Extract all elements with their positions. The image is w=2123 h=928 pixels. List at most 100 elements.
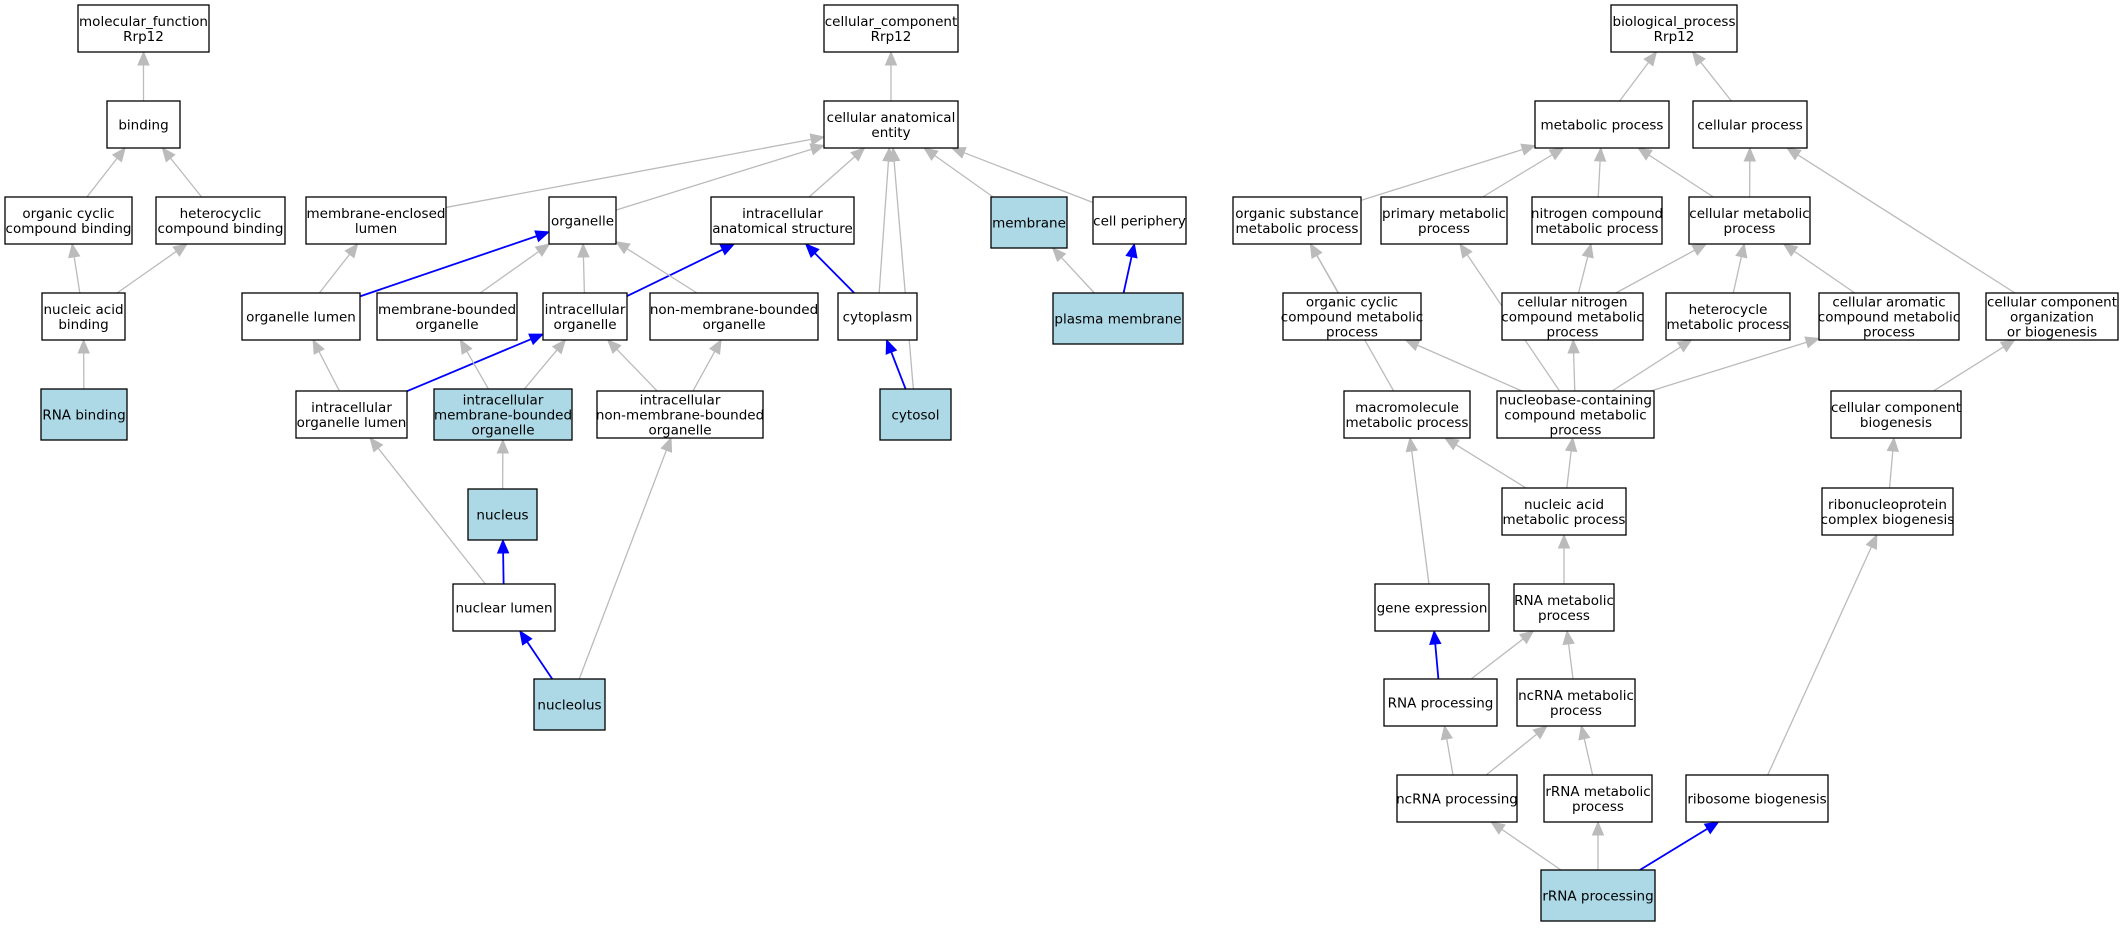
edge-ncmp-to-metproc <box>1593 146 1607 198</box>
edge-rrnaproc-to-ncrnaproc <box>1490 821 1562 871</box>
edge-hmp-to-cmp <box>1732 242 1748 294</box>
node-label: organelle <box>648 423 711 439</box>
node-box <box>1380 196 1508 245</box>
node-rrnaproc[interactable]: rRNA processing <box>1540 869 1656 922</box>
node-membrane[interactable]: membrane <box>990 196 1068 249</box>
arrowhead <box>172 243 189 257</box>
node-label: RNA processing <box>1388 696 1494 712</box>
node-label: gene expression <box>1377 601 1488 617</box>
node-binding[interactable]: binding <box>106 100 181 149</box>
edge-cncmp-to-ncmp <box>1577 242 1594 294</box>
edge-line <box>890 351 907 390</box>
node-ribobio[interactable]: ribosome biogenesis <box>1685 774 1829 823</box>
node-box <box>710 196 855 245</box>
edge-mel-to-cae <box>445 133 826 209</box>
node-cellproc[interactable]: cellular process <box>1692 100 1808 149</box>
node-orglumen[interactable]: organelle lumen <box>241 292 361 341</box>
node-cellper[interactable]: cell periphery <box>1092 196 1187 245</box>
node-label: compound binding <box>158 221 284 237</box>
arrowhead <box>1676 339 1693 353</box>
node-metproc[interactable]: metabolic process <box>1534 100 1670 149</box>
edge-hcb-to-binding <box>161 146 203 198</box>
edge-cncmp-to-cmp <box>1615 243 1708 294</box>
node-ncrnaproc[interactable]: ncRNA processing <box>1396 774 1518 823</box>
node-label: RNA metabolic <box>1514 593 1614 609</box>
arrowhead <box>1404 339 1421 352</box>
edge-line <box>1572 352 1576 392</box>
node-organelle[interactable]: organelle <box>548 196 617 245</box>
node-label: cellular component <box>1987 295 2117 311</box>
node-label: biological_process <box>1613 14 1736 30</box>
node-box <box>990 196 1068 249</box>
node-label: compound metabolic <box>1818 310 1960 326</box>
node-label: Rrp12 <box>123 29 164 45</box>
arrowhead <box>1691 50 1706 67</box>
node-inmbo[interactable]: intracellularnon-membrane-boundedorganel… <box>596 390 764 439</box>
node-nuclumen[interactable]: nuclear lumen <box>452 583 556 632</box>
edge-nucleolus-to-inmbo <box>578 436 673 680</box>
edge-line <box>116 250 177 294</box>
edge-cytosol-to-cae <box>887 146 914 390</box>
node-label: entity <box>871 125 910 141</box>
edge-plasmamem-to-membrane <box>1051 247 1095 294</box>
node-plasmamem[interactable]: plasma membrane <box>1052 292 1184 345</box>
node-label: rRNA processing <box>1542 889 1653 905</box>
edge-ocb-to-binding <box>86 146 126 198</box>
node-nucleolus[interactable]: nucleolus <box>533 678 606 731</box>
edge-geneexp-to-mmp <box>1405 436 1430 585</box>
node-label: ribonucleoprotein <box>1828 497 1947 513</box>
edge-line <box>318 351 340 392</box>
node-box <box>823 100 959 149</box>
edge-mbo-to-organelle <box>479 243 551 294</box>
node-cytoplasm[interactable]: cytoplasm <box>837 292 918 341</box>
edge-line <box>1501 828 1562 871</box>
edge-line <box>1434 643 1440 680</box>
node-cytosol[interactable]: cytosol <box>879 388 952 441</box>
edge-nmbo-to-organelle <box>614 241 698 294</box>
edge-nccmp-to-cacmp <box>1650 336 1821 392</box>
node-nucleus[interactable]: nucleus <box>467 488 538 541</box>
arrowhead <box>1643 50 1658 67</box>
node-label: process <box>1572 799 1624 815</box>
node-rnab[interactable]: RNA binding <box>40 388 128 441</box>
edge-line <box>582 256 586 294</box>
edge-line <box>445 138 812 209</box>
node-rnaproc[interactable]: RNA processing <box>1383 678 1498 727</box>
node-label: cellular_component <box>825 14 957 30</box>
node-label: cellular metabolic <box>1689 206 1809 222</box>
node-box <box>1513 583 1615 632</box>
node-box <box>467 488 538 541</box>
node-geneexp[interactable]: gene expression <box>1374 583 1490 632</box>
